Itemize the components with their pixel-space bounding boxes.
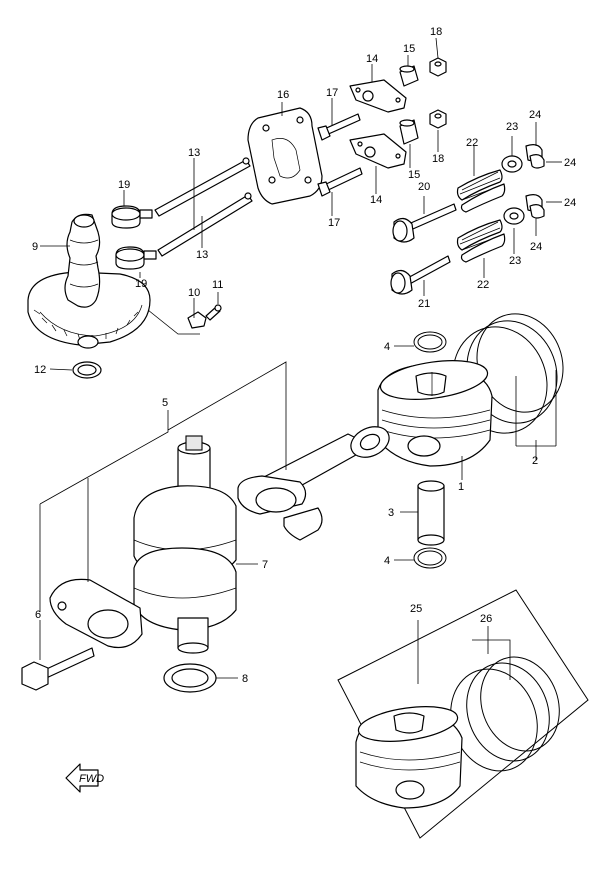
label-14: 14	[366, 53, 378, 65]
nut-18-upper	[429, 57, 447, 77]
spring-retainer-23-upper	[501, 155, 523, 173]
thrust-washer-8	[163, 663, 217, 693]
exhaust-valve-21	[390, 255, 451, 295]
label-13: 13	[196, 249, 208, 261]
label-24: 24	[529, 109, 541, 121]
circlip-4-lower	[413, 547, 447, 569]
pushrod-lower	[157, 192, 253, 257]
connecting-rod	[237, 426, 390, 541]
fwd-marker: FWD	[65, 763, 104, 793]
label-16: 16	[277, 89, 289, 101]
label-22: 22	[466, 137, 478, 149]
bolt-17-upper	[317, 113, 361, 141]
label-26: 26	[480, 613, 492, 625]
piston-1	[377, 360, 493, 467]
nut-18-lower	[429, 109, 447, 129]
label-17: 17	[328, 217, 340, 229]
label-23: 23	[506, 121, 518, 133]
label-18: 18	[432, 153, 444, 165]
label-23: 23	[509, 255, 521, 267]
label-4: 4	[384, 341, 390, 353]
valve-cotter-24-lower	[525, 194, 545, 219]
label-2: 2	[532, 455, 538, 467]
label-15: 15	[408, 169, 420, 181]
label-15: 15	[403, 43, 415, 55]
label-18: 18	[430, 26, 442, 38]
tappet-upper	[111, 205, 153, 229]
rocker-arm-14-lower	[349, 133, 407, 169]
leader-lines	[39, 37, 562, 684]
fwd-text: FWD	[79, 773, 104, 785]
screw-11	[205, 304, 222, 321]
label-19: 19	[135, 278, 147, 290]
label-10: 10	[188, 287, 200, 299]
screw-10	[187, 311, 207, 329]
valve-spring-22-upper	[456, 169, 506, 213]
label-24: 24	[564, 197, 576, 209]
gasket-16	[247, 107, 323, 205]
bolt-6	[21, 647, 95, 691]
part-labels: 18 15 14 16 17 13 18 15 19 14 17 9 13 19…	[32, 26, 576, 685]
label-13: 13	[188, 147, 200, 159]
label-6: 6	[35, 609, 41, 621]
camshaft-gear	[27, 271, 151, 349]
label-22: 22	[477, 279, 489, 291]
label-24: 24	[564, 157, 576, 169]
label-8: 8	[242, 673, 248, 685]
label-7: 7	[262, 559, 268, 571]
label-19: 19	[118, 179, 130, 191]
circlip-4-upper	[413, 331, 447, 353]
piston-pin-3	[417, 480, 445, 546]
intake-valve-20	[392, 203, 457, 243]
pivot-15-upper	[399, 65, 419, 87]
label-1: 1	[458, 481, 464, 493]
label-14: 14	[370, 194, 382, 206]
label-21: 21	[418, 298, 430, 310]
camshaft	[64, 213, 101, 308]
label-25: 25	[410, 603, 422, 615]
rocker-arm-14-upper	[349, 79, 407, 113]
piston-kit-piston	[355, 706, 463, 809]
tappet-lower	[115, 246, 157, 270]
label-3: 3	[388, 507, 394, 519]
label-12: 12	[34, 364, 46, 376]
valve-spring-22-lower	[456, 219, 506, 263]
label-20: 20	[418, 181, 430, 193]
label-9: 9	[32, 241, 38, 253]
label-24: 24	[530, 241, 542, 253]
pushrod-upper	[154, 157, 251, 217]
spring-retainer-23-lower	[503, 207, 525, 225]
valve-cotter-24-upper	[525, 144, 545, 169]
bolt-17-lower	[317, 167, 363, 197]
bearing-cap	[49, 578, 143, 649]
label-11: 11	[212, 279, 223, 291]
label-5: 5	[162, 397, 168, 409]
label-17: 17	[326, 87, 338, 99]
oil-seal-12	[72, 361, 102, 379]
crankshaft	[133, 435, 237, 654]
label-4: 4	[384, 555, 390, 567]
pivot-15-lower	[399, 119, 419, 145]
